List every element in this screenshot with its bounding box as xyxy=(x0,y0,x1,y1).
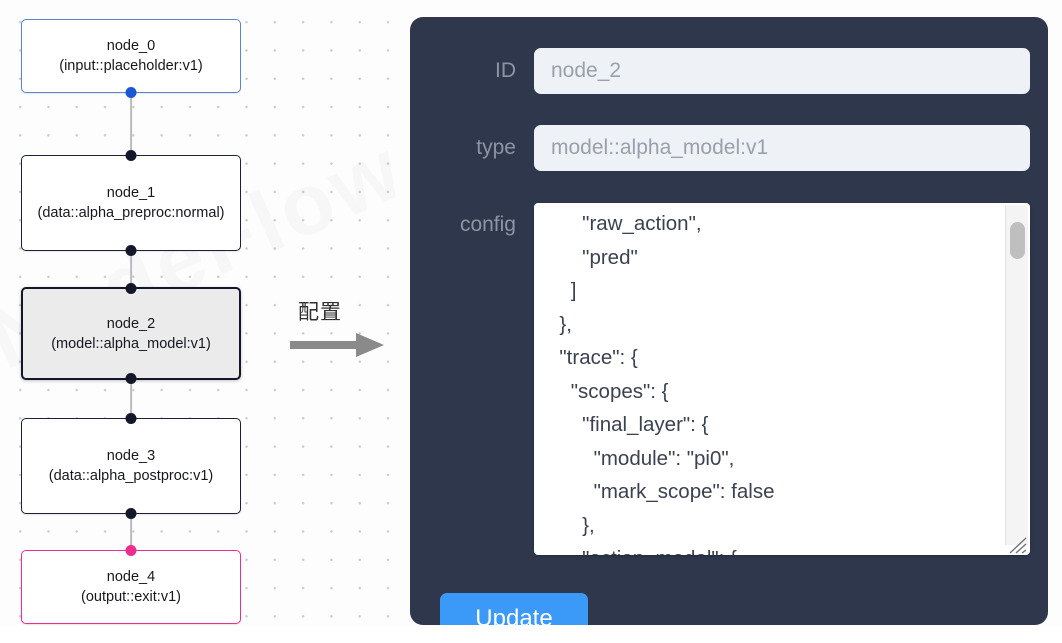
graph-node-label: node_3(data::alpha_postproc:v1) xyxy=(48,448,214,484)
graph-edge xyxy=(130,250,132,288)
graph-node-node_2[interactable]: node_2(model::alpha_model:v1) xyxy=(21,283,241,384)
arrow-right-icon xyxy=(290,333,384,357)
config-textarea[interactable]: "raw_action", "pred" ] }, "trace": { "sc… xyxy=(534,203,1030,555)
config-textarea-wrap: "raw_action", "pred" ] }, "trace": { "sc… xyxy=(534,203,1030,555)
node-handle-bottom[interactable] xyxy=(125,373,137,384)
transition-label: 配置 xyxy=(298,300,342,324)
type-field-label: type xyxy=(476,136,516,159)
id-input[interactable] xyxy=(534,48,1030,94)
graph-edge xyxy=(130,379,132,419)
graph-edge xyxy=(130,513,132,551)
node-handle-bottom[interactable] xyxy=(125,508,137,519)
graph-node-label: node_0(input::placeholder:v1) xyxy=(59,38,203,74)
node-handle-top[interactable] xyxy=(125,283,137,294)
config-scrollbar-thumb[interactable] xyxy=(1010,222,1025,260)
graph-node-node_0[interactable]: node_0(input::placeholder:v1) xyxy=(21,19,241,98)
graph-node-label: node_2(model::alpha_model:v1) xyxy=(51,315,211,352)
resize-grip-icon[interactable] xyxy=(1006,534,1028,554)
field-row-type: type xyxy=(410,125,1048,171)
graph-node-label: node_4(output::exit:v1) xyxy=(81,569,181,605)
node-handle-top[interactable] xyxy=(125,545,137,556)
node-handle-top[interactable] xyxy=(125,150,137,161)
graph-edge xyxy=(130,92,132,156)
graph-node-label: node_1(data::alpha_preproc:normal) xyxy=(37,185,225,221)
node-config-panel: ID type config "raw_action", "pred" ] },… xyxy=(410,17,1048,625)
config-scrollbar[interactable] xyxy=(1005,205,1028,545)
graph-node-node_3[interactable]: node_3(data::alpha_postproc:v1) xyxy=(21,413,241,519)
field-row-id: ID xyxy=(410,48,1048,94)
node-handle-bottom[interactable] xyxy=(125,245,137,256)
page-bottom-strip xyxy=(0,626,1062,643)
field-row-config: config "raw_action", "pred" ] }, "trace"… xyxy=(410,203,1048,555)
type-input[interactable] xyxy=(534,125,1030,171)
id-field-label: ID xyxy=(495,59,516,82)
graph-node-node_4[interactable]: node_4(output::exit:v1) xyxy=(21,545,241,624)
transition-group: 配置 xyxy=(290,296,400,358)
node-handle-top[interactable] xyxy=(125,413,137,424)
config-field-label: config xyxy=(459,213,516,236)
update-button[interactable]: Update xyxy=(440,593,588,625)
graph-node-node_1[interactable]: node_1(data::alpha_preproc:normal) xyxy=(21,150,241,256)
node-handle-bottom[interactable] xyxy=(125,87,137,98)
